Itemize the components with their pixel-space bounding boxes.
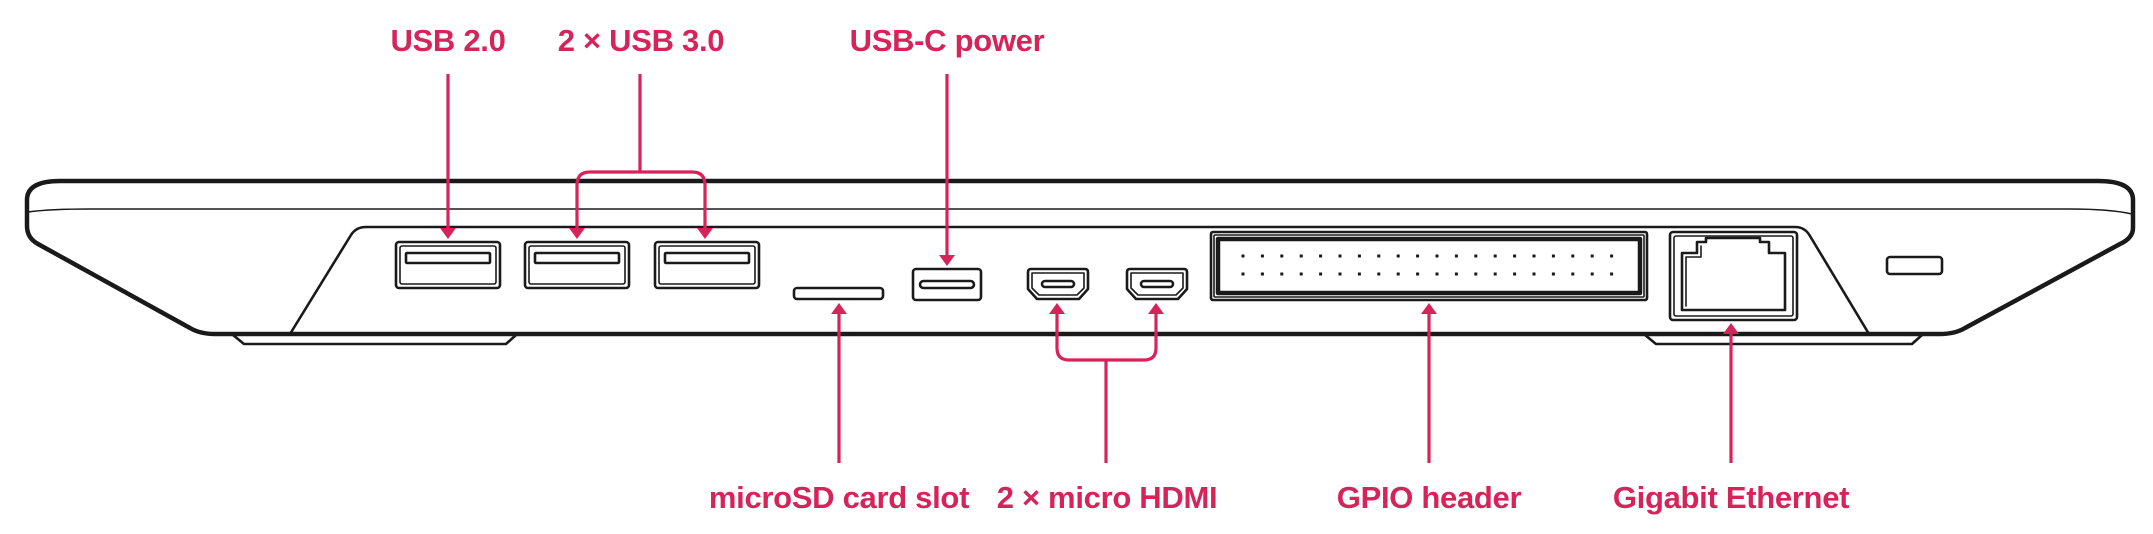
usb3-port-1[interactable] bbox=[523, 240, 631, 290]
gpio-pin bbox=[1377, 254, 1381, 258]
gpio-pin bbox=[1357, 254, 1361, 258]
micro-hdmi-port-1[interactable] bbox=[1026, 267, 1090, 301]
gpio-pin bbox=[1280, 272, 1284, 276]
usb2-port[interactable] bbox=[394, 240, 502, 290]
label-usbc-power: USB-C power bbox=[850, 23, 1045, 58]
gpio-pin bbox=[1551, 272, 1555, 276]
body-outline bbox=[24, 178, 2136, 337]
gpio-pin bbox=[1610, 254, 1614, 258]
right-foot bbox=[1643, 333, 1924, 346]
security-slot bbox=[1885, 255, 1944, 276]
gpio-pin bbox=[1532, 272, 1536, 276]
gpio-pin bbox=[1474, 254, 1478, 258]
label-gpio: GPIO header bbox=[1337, 480, 1522, 515]
arrow-up-icon bbox=[831, 303, 847, 314]
gpio-pin bbox=[1454, 272, 1458, 276]
arrow-down-icon bbox=[569, 228, 585, 239]
gpio-pin bbox=[1435, 254, 1439, 258]
gpio-pin bbox=[1241, 254, 1245, 258]
arrow-up-icon bbox=[1148, 303, 1164, 314]
labels: USB 2.0 2 × USB 3.0 USB-C power microSD … bbox=[390, 23, 1849, 515]
gpio-pin bbox=[1435, 272, 1439, 276]
gpio-pins bbox=[1241, 254, 1614, 276]
ethernet-callout bbox=[1723, 323, 1739, 463]
gpio-pin bbox=[1416, 272, 1420, 276]
gpio-pin bbox=[1571, 254, 1575, 258]
usb2-callout bbox=[440, 74, 456, 239]
gpio-pin bbox=[1396, 272, 1400, 276]
gpio-pin bbox=[1590, 254, 1594, 258]
label-usb3: 2 × USB 3.0 bbox=[558, 23, 724, 58]
gpio-pin bbox=[1241, 272, 1245, 276]
arrow-down-icon bbox=[697, 228, 713, 239]
gpio-pin bbox=[1319, 254, 1323, 258]
gpio-pin bbox=[1357, 272, 1361, 276]
gpio-pin bbox=[1260, 272, 1264, 276]
gpio-pin bbox=[1610, 272, 1614, 276]
gpio-pin bbox=[1260, 254, 1264, 258]
usb3-callout bbox=[569, 74, 713, 239]
body-seam-line bbox=[27, 208, 2133, 215]
ethernet-port[interactable] bbox=[1668, 230, 1799, 322]
label-micro-hdmi: 2 × micro HDMI bbox=[997, 480, 1218, 515]
ports bbox=[394, 230, 1944, 322]
left-foot bbox=[231, 333, 518, 346]
micro-hdmi-port-2[interactable] bbox=[1125, 267, 1189, 301]
micro-hdmi-callout bbox=[1049, 303, 1164, 463]
usbc-power-port[interactable] bbox=[911, 267, 983, 302]
port-panel bbox=[288, 225, 1871, 336]
arrow-up-icon bbox=[1421, 303, 1437, 314]
gpio-pin bbox=[1513, 272, 1517, 276]
gpio-pin bbox=[1299, 272, 1303, 276]
gpio-pin bbox=[1513, 254, 1517, 258]
gpio-pin bbox=[1338, 254, 1342, 258]
gpio-pin bbox=[1532, 254, 1536, 258]
arrow-down-icon bbox=[939, 255, 955, 266]
gpio-pin bbox=[1571, 272, 1575, 276]
microsd-callout bbox=[831, 303, 847, 463]
gpio-pin bbox=[1590, 272, 1594, 276]
gpio-pin bbox=[1493, 254, 1497, 258]
gpio-pin bbox=[1319, 272, 1323, 276]
gpio-callout bbox=[1421, 303, 1437, 463]
gpio-pin bbox=[1338, 272, 1342, 276]
usbc-callout bbox=[939, 74, 955, 266]
gpio-pin bbox=[1396, 254, 1400, 258]
callouts bbox=[440, 74, 1739, 463]
gpio-header[interactable] bbox=[1209, 230, 1649, 302]
gpio-pin bbox=[1474, 272, 1478, 276]
gpio-pin bbox=[1377, 272, 1381, 276]
gpio-pin bbox=[1551, 254, 1555, 258]
arrow-up-icon bbox=[1723, 323, 1739, 334]
gpio-pin bbox=[1493, 272, 1497, 276]
gpio-pin bbox=[1454, 254, 1458, 258]
label-ethernet: Gigabit Ethernet bbox=[1613, 480, 1849, 515]
microsd-slot[interactable] bbox=[792, 286, 885, 301]
arrow-up-icon bbox=[1049, 303, 1065, 314]
label-usb2: USB 2.0 bbox=[390, 23, 505, 58]
label-microsd: microSD card slot bbox=[709, 480, 969, 515]
device-body bbox=[24, 178, 2136, 346]
gpio-pin bbox=[1299, 254, 1303, 258]
usb3-port-2[interactable] bbox=[653, 240, 761, 290]
gpio-pin bbox=[1416, 254, 1420, 258]
gpio-pin bbox=[1280, 254, 1284, 258]
arrow-down-icon bbox=[440, 228, 456, 239]
